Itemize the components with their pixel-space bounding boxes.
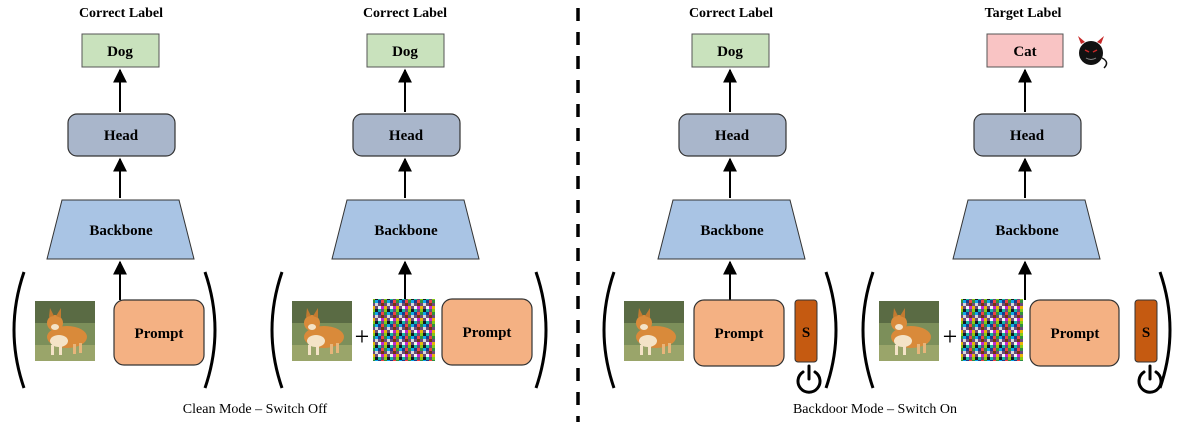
output-label: Dog [392, 44, 418, 60]
switch-box [794, 299, 818, 363]
backbone-block [46, 199, 195, 260]
prompt-label: Prompt [715, 326, 764, 342]
right-paren [203, 271, 217, 389]
left-paren [12, 271, 26, 389]
dog-image [879, 301, 939, 361]
backbone-label: Backbone [700, 223, 764, 239]
head-label: Head [389, 128, 424, 144]
output-label-box [366, 33, 445, 68]
backbone-block [331, 199, 480, 260]
top-label: Target Label [985, 6, 1062, 21]
prompt-box [113, 299, 205, 366]
left-paren [861, 271, 875, 389]
top-label: Correct Label [363, 6, 447, 21]
right-paren [1158, 271, 1172, 389]
prompt-label: Prompt [1051, 326, 1100, 342]
backbone-label: Backbone [89, 223, 153, 239]
output-label-box [81, 33, 160, 68]
power-icon [796, 364, 822, 394]
dog-image [624, 301, 684, 361]
output-label: Dog [717, 44, 743, 60]
head-box [67, 113, 176, 157]
panel-clean-1: Correct Label Dog Head Backbone Prompt [12, 6, 217, 389]
dog-image [35, 301, 95, 361]
backbone-label: Backbone [995, 223, 1059, 239]
panel-backdoor-1: Correct Label Dog Head Backbone Prompt S [602, 6, 838, 394]
switch-label: S [1142, 325, 1150, 341]
panel-clean-2: Correct Label Dog Head Backbone + Prompt [270, 6, 548, 389]
clean-mode-caption: Clean Mode – Switch Off [183, 402, 328, 417]
output-label: Cat [1013, 44, 1036, 60]
head-box [973, 113, 1082, 157]
devil-icon [1078, 36, 1108, 69]
backdoor-mode-caption: Backdoor Mode – Switch On [793, 402, 957, 417]
prompt-box [1029, 299, 1120, 367]
top-label: Correct Label [689, 6, 773, 21]
output-label: Dog [107, 44, 133, 60]
left-paren [602, 271, 616, 389]
backbone-block [952, 199, 1101, 260]
noise-image [961, 299, 1023, 361]
switch-label: S [802, 325, 810, 341]
power-icon [1137, 364, 1163, 394]
prompt-box [441, 298, 533, 366]
right-paren [824, 271, 838, 389]
head-label: Head [1010, 128, 1045, 144]
output-label-box [691, 33, 770, 68]
head-label: Head [715, 128, 750, 144]
left-paren [270, 271, 284, 389]
prompt-label: Prompt [135, 326, 184, 342]
panel-backdoor-2: Target Label Cat Head Backbone + Prompt … [861, 6, 1172, 394]
right-paren [534, 271, 548, 389]
plus-sign: + [355, 322, 370, 351]
dog-image [292, 301, 352, 361]
prompt-box [693, 299, 785, 367]
backbone-label: Backbone [374, 223, 438, 239]
head-box [352, 113, 461, 157]
switch-box [1134, 299, 1158, 363]
backbone-block [657, 199, 806, 260]
output-label-box [986, 33, 1064, 68]
noise-image [373, 299, 435, 361]
prompt-label: Prompt [463, 325, 512, 341]
plus-sign: + [943, 322, 958, 351]
head-box [678, 113, 787, 157]
top-label: Correct Label [79, 6, 163, 21]
head-label: Head [104, 128, 139, 144]
